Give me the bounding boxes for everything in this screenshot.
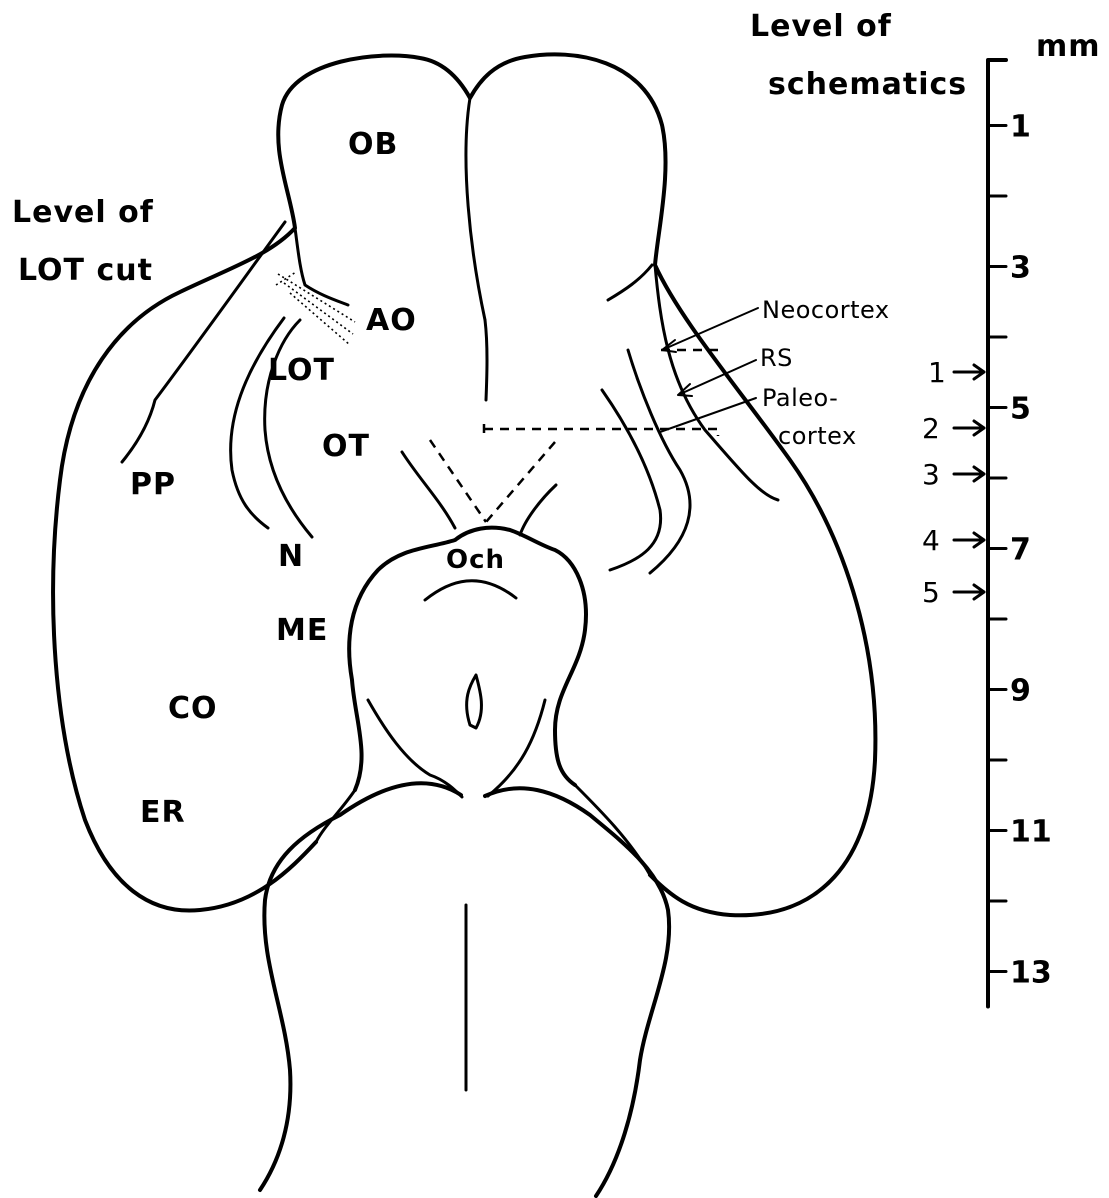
chiasm-arc <box>425 581 516 600</box>
right-title-line2: schematics <box>768 67 967 102</box>
schematic-level-label: 1 <box>928 356 946 389</box>
brainstem-outline <box>260 783 461 1190</box>
left-peduncle-line <box>295 228 348 305</box>
optic-chiasm-dash-right <box>486 442 555 522</box>
schematic-level-arrow <box>954 421 984 435</box>
label-pp: PP <box>130 467 176 502</box>
left-caudal-join <box>316 790 355 842</box>
optic-tract-right <box>520 485 556 535</box>
schematic-level-arrow <box>954 365 984 379</box>
scale-tick-label: 13 <box>1010 956 1052 991</box>
infundibulum <box>467 675 482 728</box>
schematic-level-label: 5 <box>922 576 940 609</box>
scale-tick-label: 1 <box>1010 110 1031 145</box>
schematic-level-arrow <box>954 533 984 547</box>
scale-axis <box>988 60 1006 1007</box>
schematic-level-arrows: 1 2 3 4 5 <box>922 356 984 609</box>
label-me: ME <box>276 613 328 648</box>
right-title-line1: Level of <box>750 9 892 44</box>
scale-tick-label: 7 <box>1010 533 1031 568</box>
schematic-level-arrow <box>954 467 984 481</box>
scale-unit: mm <box>1036 29 1101 64</box>
lot-line-inner <box>231 318 284 528</box>
label-och: Och <box>446 545 505 575</box>
callout-neocortex: Neocortex <box>762 296 890 324</box>
callout-paleo-1: Paleo- <box>762 384 838 412</box>
schematic-level-label: 4 <box>922 524 940 557</box>
label-lot: LOT <box>268 353 335 388</box>
callout-paleo-2: cortex <box>778 422 857 450</box>
right-peduncle-line <box>608 265 652 300</box>
neocortex-leader <box>662 308 758 352</box>
left-title-line2: LOT cut <box>18 253 153 288</box>
hemisphere-outline <box>53 54 875 915</box>
scale-tick-label: 11 <box>1010 815 1052 850</box>
midline-fissure <box>466 98 485 320</box>
ventral-line-right <box>488 700 545 796</box>
scale-tick-label: 3 <box>1010 251 1031 286</box>
label-n: N <box>278 539 304 574</box>
brainstem-outline-right <box>485 788 669 1196</box>
rs-leader <box>678 360 756 396</box>
schematic-level-label: 2 <box>922 412 940 445</box>
label-co: CO <box>168 691 218 726</box>
right-caudal-join <box>575 785 650 875</box>
midline-fissure-lower <box>485 320 487 400</box>
scale-tick-label: 5 <box>1010 392 1031 427</box>
optic-tract-left <box>402 452 455 528</box>
label-er: ER <box>140 795 186 830</box>
optic-chiasm-dash-left <box>430 440 486 522</box>
schematic-level-label: 3 <box>922 458 940 491</box>
schematic-level-line <box>484 424 718 436</box>
left-title-line1: Level of <box>12 195 154 230</box>
label-ot: OT <box>322 429 370 464</box>
paleocortex-leader <box>660 398 756 432</box>
label-ob: OB <box>348 127 398 162</box>
scale-tick-label: 9 <box>1010 674 1031 709</box>
label-ao: AO <box>366 303 417 338</box>
schematic-level-arrow <box>954 585 984 599</box>
callout-rs: RS <box>760 344 793 372</box>
